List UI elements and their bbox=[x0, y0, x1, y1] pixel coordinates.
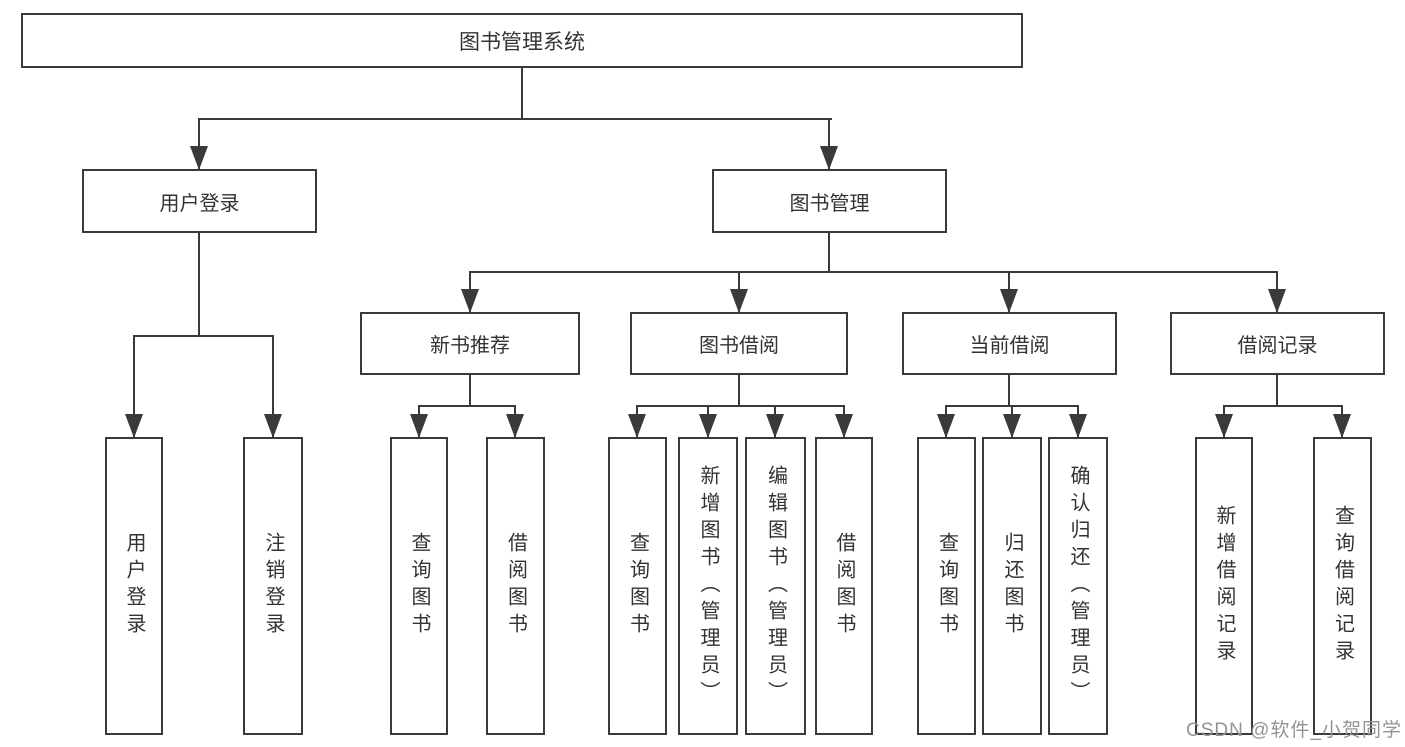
node-current-borrow: 当前借阅 bbox=[902, 312, 1117, 375]
arrow-to-book-management bbox=[820, 118, 838, 170]
leaf-borrow-books-recommend: 借阅图书 bbox=[486, 437, 545, 735]
node-label: 新书推荐 bbox=[430, 335, 510, 357]
node-label: 查询图书 bbox=[408, 532, 430, 640]
arrow-to-leaf-query-books-3 bbox=[937, 405, 955, 438]
node-label: 图书借阅 bbox=[699, 335, 779, 357]
connector-book-mgmt-stem bbox=[828, 233, 830, 271]
leaf-query-borrow-record: 查询借阅记录 bbox=[1313, 437, 1372, 735]
leaf-edit-books-admin: 编辑图书（管理员） bbox=[745, 437, 806, 735]
node-new-book-recommend: 新书推荐 bbox=[360, 312, 580, 375]
connector-borrow-rail bbox=[636, 405, 845, 407]
connector-root-stem bbox=[521, 68, 523, 118]
node-label: 归还图书 bbox=[1001, 532, 1023, 640]
arrow-to-leaf-confirm-return bbox=[1069, 405, 1087, 438]
node-label: 图书管理系统 bbox=[459, 30, 585, 54]
arrow-to-borrow-records bbox=[1268, 271, 1286, 313]
arrow-to-leaf-return-books bbox=[1003, 405, 1021, 438]
node-label: 编辑图书（管理员） bbox=[764, 464, 787, 708]
node-label: 查询图书 bbox=[935, 532, 958, 640]
connector-book-mgmt-rail bbox=[469, 271, 1278, 273]
leaf-borrow-books-borrow: 借阅图书 bbox=[815, 437, 873, 735]
node-label: 查询借阅记录 bbox=[1331, 505, 1354, 667]
arrow-to-leaf-logout bbox=[264, 335, 282, 438]
node-label: 用户登录 bbox=[159, 192, 240, 215]
node-user-login: 用户登录 bbox=[82, 169, 317, 233]
leaf-user-login: 用户登录 bbox=[105, 437, 163, 735]
node-borrow-records: 借阅记录 bbox=[1170, 312, 1385, 375]
connector-user-login-rail bbox=[133, 335, 274, 337]
arrow-to-leaf-borrow-books-1 bbox=[506, 405, 524, 438]
arrow-to-leaf-query-record bbox=[1333, 405, 1351, 438]
arrow-to-leaf-add-record bbox=[1215, 405, 1233, 438]
arrow-to-leaf-user-login bbox=[125, 335, 143, 438]
arrow-to-leaf-borrow-books-2 bbox=[835, 405, 853, 438]
node-label: 新增借阅记录 bbox=[1213, 505, 1235, 667]
node-label: 借阅图书 bbox=[504, 532, 527, 640]
node-label: 确认归还（管理员） bbox=[1067, 464, 1089, 708]
arrow-to-new-book-recommend bbox=[461, 271, 479, 313]
leaf-query-books-recommend: 查询图书 bbox=[390, 437, 448, 735]
csdn-watermark: CSDN @软件_小贺同学 bbox=[1186, 720, 1402, 741]
node-label: 新增图书（管理员） bbox=[697, 464, 719, 708]
node-label: 借阅图书 bbox=[833, 532, 855, 640]
leaf-query-books-current: 查询图书 bbox=[917, 437, 976, 735]
leaf-query-books-borrow: 查询图书 bbox=[608, 437, 667, 735]
leaf-confirm-return-admin: 确认归还（管理员） bbox=[1048, 437, 1108, 735]
connector-borrow-stem bbox=[738, 375, 740, 405]
arrow-to-leaf-query-books-1 bbox=[410, 405, 428, 438]
connector-records-stem bbox=[1276, 375, 1278, 405]
leaf-return-books: 归还图书 bbox=[982, 437, 1042, 735]
node-label: 当前借阅 bbox=[969, 335, 1050, 357]
arrow-to-leaf-edit-books bbox=[766, 405, 784, 438]
node-book-management: 图书管理 bbox=[712, 169, 947, 233]
leaf-add-borrow-record: 新增借阅记录 bbox=[1195, 437, 1253, 735]
node-label: 注销登录 bbox=[262, 532, 284, 640]
arrow-to-leaf-add-books bbox=[699, 405, 717, 438]
leaf-logout: 注销登录 bbox=[243, 437, 303, 735]
connector-user-login-stem bbox=[198, 233, 200, 335]
node-label: 借阅记录 bbox=[1237, 335, 1318, 357]
connector-records-rail bbox=[1223, 405, 1343, 407]
leaf-add-books-admin: 新增图书（管理员） bbox=[678, 437, 738, 735]
node-root: 图书管理系统 bbox=[21, 13, 1023, 68]
connector-root-rail bbox=[198, 118, 832, 120]
arrow-to-leaf-query-books-2 bbox=[628, 405, 646, 438]
arrow-to-user-login bbox=[190, 118, 208, 170]
connector-recommend-stem bbox=[469, 375, 471, 405]
connector-recommend-rail bbox=[418, 405, 516, 407]
connector-current-stem bbox=[1008, 375, 1010, 405]
arrow-to-book-borrow bbox=[730, 271, 748, 313]
node-label: 用户登录 bbox=[123, 532, 145, 640]
node-label: 图书管理 bbox=[789, 192, 870, 215]
arrow-to-current-borrow bbox=[1000, 271, 1018, 313]
node-book-borrow: 图书借阅 bbox=[630, 312, 848, 375]
node-label: 查询图书 bbox=[626, 532, 649, 640]
